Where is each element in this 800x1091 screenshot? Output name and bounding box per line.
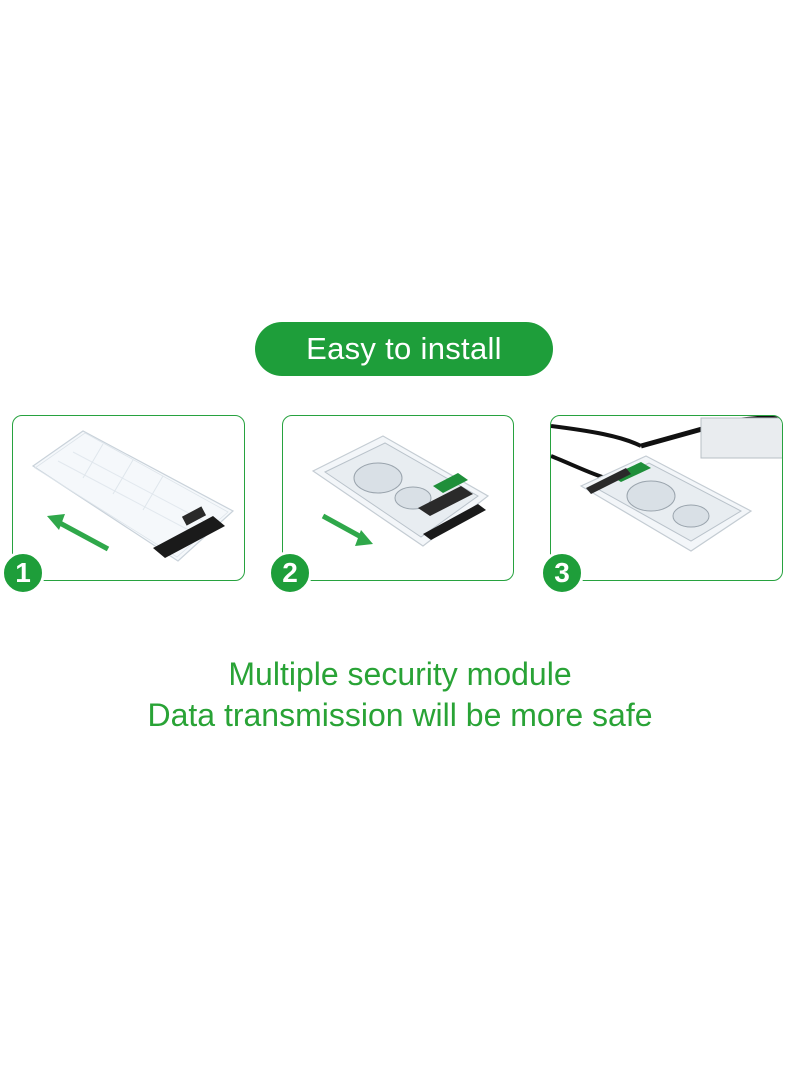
step-1-number: 1 [15,557,31,588]
step-2-number: 2 [282,557,298,588]
step-2-panel [282,415,514,581]
cable-connected-illustration [551,416,782,552]
title-banner: Easy to install [255,322,553,376]
drive-insert-illustration [311,435,490,547]
tagline-line-1: Multiple security module [228,656,572,692]
step-1-badge: 1 [1,551,45,595]
step-3-badge: 3 [540,551,584,595]
empty-enclosure-illustration [31,430,235,562]
step-3-number: 3 [554,557,570,588]
title-text: Easy to install [306,331,502,366]
step-3-panel [550,415,783,581]
step-2-badge: 2 [268,551,312,595]
tagline-line-2: Data transmission will be more safe [147,697,653,733]
step-1-panel [12,415,245,581]
